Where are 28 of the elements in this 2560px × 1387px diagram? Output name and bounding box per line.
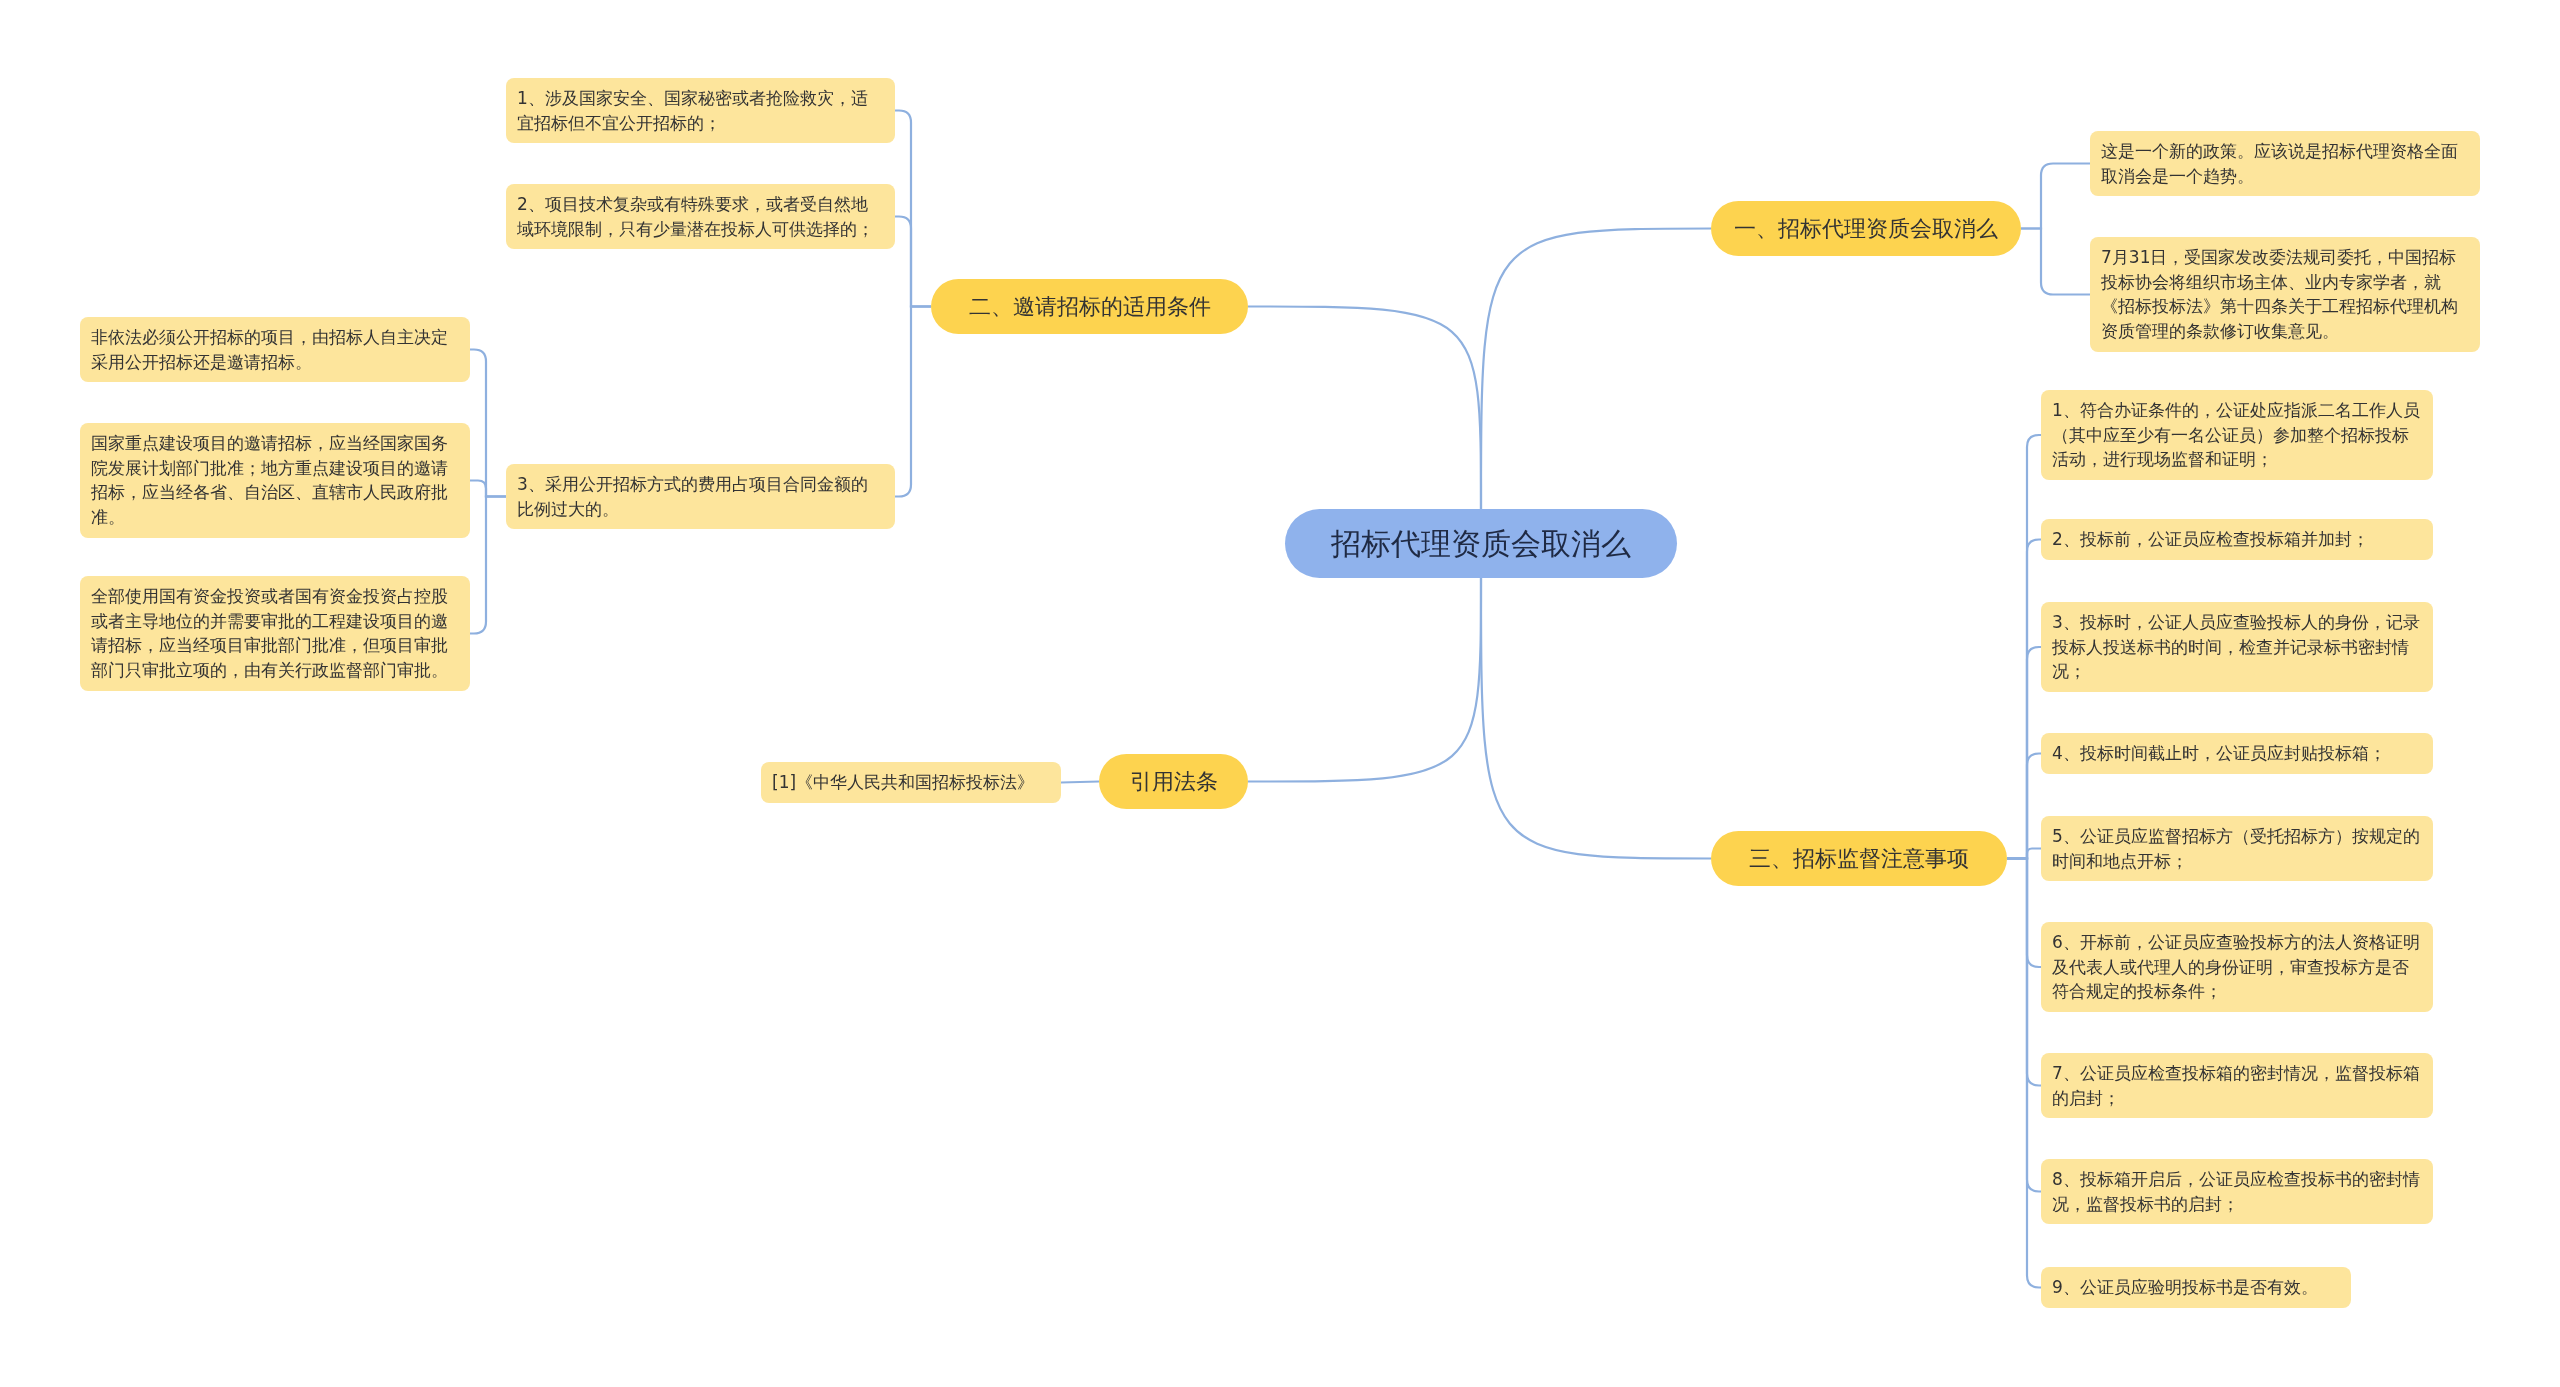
note-card: 3、采用公开招标方式的费用占项目合同金额的比例过大的。 (506, 464, 895, 530)
note-card: [1]《中华人民共和国招标投标法》 (761, 762, 1061, 803)
note-card: 7、公证员应检查投标箱的密封情况，监督投标箱的启封； (2041, 1053, 2433, 1119)
note-card: 2、项目技术复杂或有特殊要求，或者受自然地域环境限制，只有少量潜在投标人可供选择的； (506, 184, 895, 250)
connector-line (1060, 780, 1100, 784)
note-card: 1、涉及国家安全、国家秘密或者抢险救灾，适宜招标但不宜公开招标的； (506, 78, 895, 144)
branch-topic: 二、邀请招标的适用条件 (931, 279, 1248, 334)
connector-line (1248, 305, 1483, 509)
note-card: 这是一个新的政策。应该说是招标代理资格全面取消会是一个趋势。 (2090, 131, 2480, 197)
note-card: 4、投标时间截止时，公证员应封贴投标箱； (2041, 733, 2433, 774)
branch-topic: 三、招标监督注意事项 (1711, 831, 2007, 886)
branch-topic: 引用法条 (1099, 754, 1248, 809)
note-card: 3、投标时，公证人员应查验投标人的身份，记录投标人投送标书的时间，检查并记录标书密封情况； (2041, 602, 2433, 692)
connector-line (2007, 857, 2042, 1289)
note-card: 6、开标前，公证员应查验投标方的法人资格证明及代表人或代理人的身份证明，审查投标方是否符合规定的投标条件； (2041, 922, 2433, 1012)
note-card: 2、投标前，公证员应检查投标箱并加封； (2041, 519, 2433, 560)
central-topic: 招标代理资质会取消么 (1285, 509, 1677, 578)
branch-topic: 一、招标代理资质会取消么 (1711, 201, 2021, 256)
note-card: 全部使用国有资金投资或者国有资金投资占控股或者主导地位的并需要审批的工程建设项目的邀请招标，应当经项目审批部门批准，但项目审批部门只审批立项的，由有关行政监督部门审批。 (80, 576, 470, 691)
note-card: 国家重点建设项目的邀请招标，应当经国家国务院发展计划部门批准；地方重点建设项目的邀请招标，应当经各省、自治区、直辖市人民政府批准。 (80, 423, 470, 538)
note-card: 5、公证员应监督招标方（受托招标方）按规定的时间和地点开标； (2041, 816, 2433, 882)
connector-line (2021, 227, 2090, 296)
note-card: 1、符合办证条件的，公证处应指派二名工作人员（其中应至少有一名公证员）参加整个招标投标活动，进行现场监督和证明； (2041, 390, 2433, 480)
note-card: 8、投标箱开启后，公证员应检查投标书的密封情况，监督投标书的启封； (2041, 1159, 2433, 1225)
note-card: 非依法必须公开招标的项目，由招标人自主决定采用公开招标还是邀请招标。 (80, 317, 470, 383)
connector-line (1479, 578, 1711, 860)
note-card: 7月31日，受国家发改委法规司委托，中国招标投标协会将组织市场主体、业内专家学者，就《招标投标法》第十四条关于工程招标代理机构资质管理的条款修订收集意见。 (2090, 237, 2480, 352)
note-card: 9、公证员应验明投标书是否有效。 (2041, 1267, 2351, 1308)
